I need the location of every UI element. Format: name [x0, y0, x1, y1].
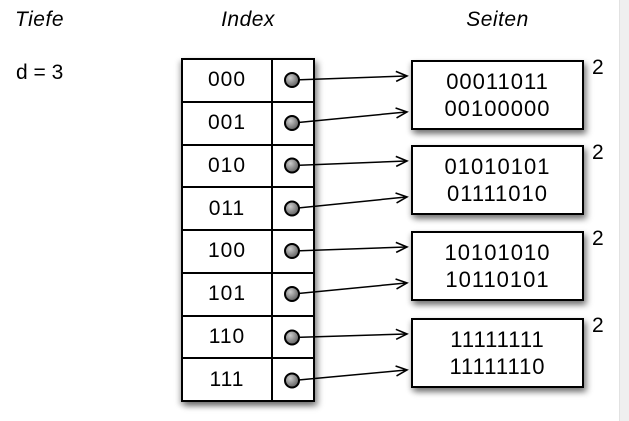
index-row: 010	[183, 145, 313, 189]
index-entry-label: 000	[183, 60, 273, 101]
local-depth-label: 2	[592, 314, 604, 337]
page-value: 10110101	[445, 266, 550, 292]
index-pointer-cell	[273, 103, 313, 144]
index-row: 101	[183, 273, 313, 317]
depth-column-title: Tiefe	[15, 8, 65, 31]
index-entry-label: 010	[183, 145, 273, 187]
page-value: 10101010	[444, 239, 551, 265]
index-row: 110	[183, 316, 313, 360]
index-entry-label: 110	[183, 316, 273, 358]
index-column-title: Index	[221, 8, 275, 31]
page-value: 01010101	[444, 153, 551, 179]
pages-column-title: Seiten	[466, 8, 529, 31]
global-depth-value: d = 3	[16, 61, 64, 84]
index-pointer-cell	[273, 274, 313, 315]
page-value: 11111110	[449, 353, 546, 379]
local-depth-label: 2	[592, 56, 604, 79]
index-pointer-cell	[273, 60, 313, 101]
index-pointer-cell	[273, 317, 313, 358]
page-bucket: 01010101 01111010	[411, 145, 584, 215]
index-row: 111	[183, 359, 313, 400]
index-pointer-cell	[273, 146, 313, 187]
index-pointer-cell	[273, 231, 313, 272]
index-pointer-cell	[273, 359, 313, 400]
index-entry-label: 100	[183, 231, 273, 272]
index-row: 001	[183, 102, 313, 146]
index-table: 000 001 010 011 100 101 110 111	[181, 58, 315, 402]
index-entry-label: 101	[183, 273, 273, 315]
page-value: 00100000	[444, 95, 551, 121]
index-row: 000	[183, 60, 313, 103]
local-depth-label: 2	[592, 227, 604, 250]
page-edge-strip	[619, 0, 629, 421]
page-bucket: 11111111 11111110	[411, 318, 584, 388]
page-value: 01111010	[447, 180, 548, 206]
index-entry-label: 111	[183, 359, 273, 400]
page-bucket: 10101010 10110101	[411, 231, 584, 301]
page-value: 00011011	[446, 68, 549, 94]
index-entry-label: 001	[183, 102, 273, 144]
index-entry-label: 011	[183, 188, 273, 229]
index-pointer-cell	[273, 188, 313, 229]
index-row: 100	[183, 231, 313, 274]
page-value: 11111111	[450, 326, 545, 352]
page-bucket: 00011011 00100000	[411, 60, 584, 130]
local-depth-label: 2	[592, 141, 604, 164]
index-row: 011	[183, 188, 313, 231]
